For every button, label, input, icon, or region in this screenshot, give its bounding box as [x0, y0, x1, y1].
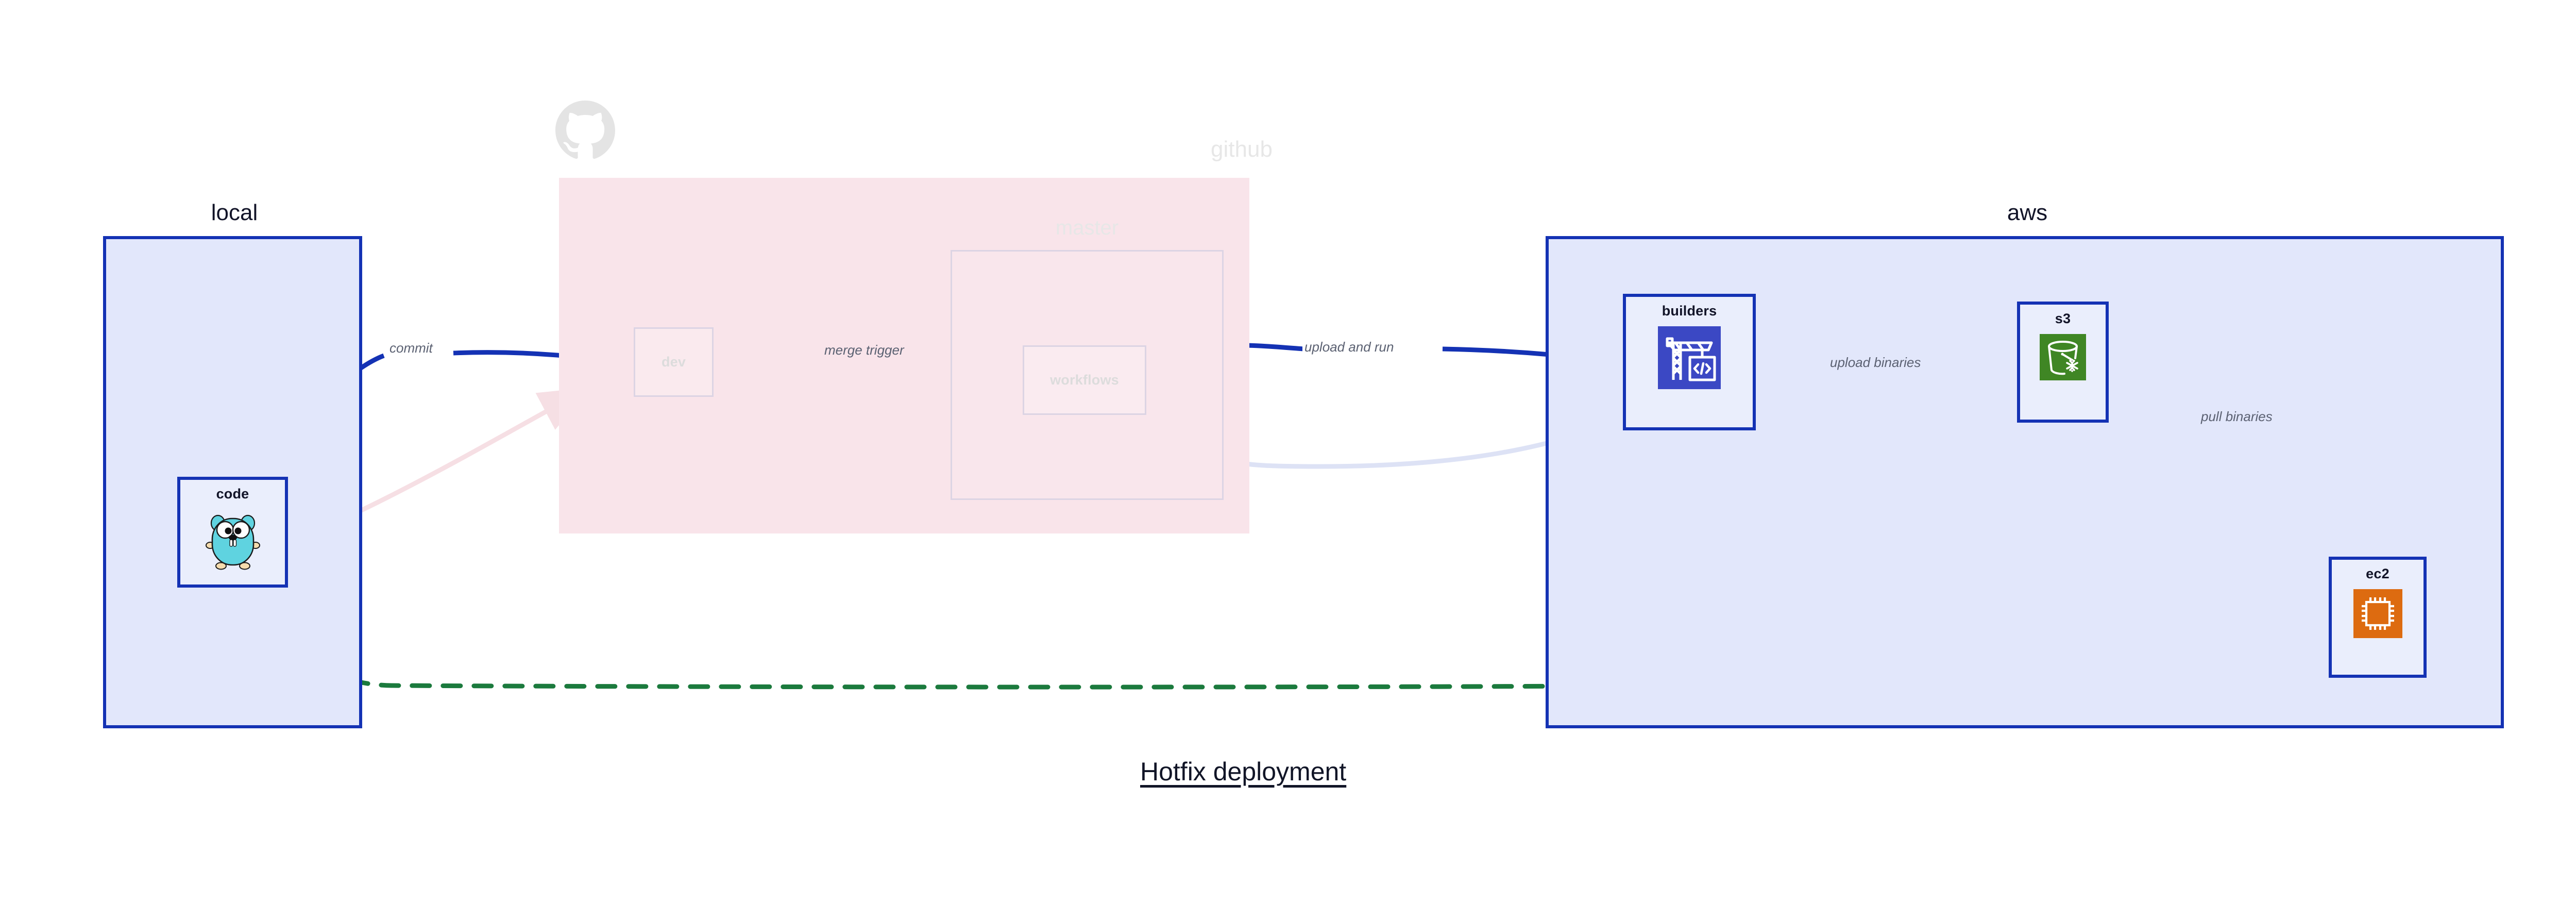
group-github-label: github: [1211, 137, 1273, 162]
node-s3[interactable]: s3: [2017, 302, 2109, 423]
edge-label-merge-trigger: merge trigger: [822, 343, 906, 357]
node-workflows-label: workflows: [1050, 372, 1119, 388]
group-aws-label: aws: [2007, 200, 2048, 225]
edge-label-upload-binaries: upload binaries: [1828, 356, 1923, 369]
node-master-label: master: [1055, 216, 1119, 239]
edge-label-commit: commit: [387, 341, 435, 355]
node-dev-label: dev: [661, 354, 686, 370]
node-dev[interactable]: dev: [634, 327, 714, 397]
node-builders[interactable]: builders: [1623, 294, 1756, 430]
node-workflows[interactable]: workflows: [1023, 345, 1146, 415]
group-local: [103, 236, 362, 728]
node-builders-label: builders: [1662, 303, 1717, 319]
diagram-title: Hotfix deployment: [1140, 757, 1347, 786]
node-master-box: [951, 250, 1224, 500]
node-s3-label: s3: [2055, 311, 2071, 326]
aws-s3-bucket-icon: [2040, 334, 2086, 383]
group-local-label: local: [211, 200, 258, 225]
node-ec2[interactable]: ec2: [2329, 557, 2427, 678]
aws-codebuild-icon: [1658, 326, 1721, 392]
node-ec2-label: ec2: [2366, 566, 2389, 581]
node-code[interactable]: code: [177, 477, 288, 588]
edge-label-upload-and-run: upload and run: [1302, 340, 1396, 354]
github-octocat-icon: [555, 101, 615, 160]
go-gopher-icon: [202, 509, 264, 573]
node-code-label: code: [216, 486, 249, 502]
aws-ec2-chip-icon: [2353, 589, 2402, 641]
edge-label-pull-binaries: pull binaries: [2199, 410, 2275, 423]
